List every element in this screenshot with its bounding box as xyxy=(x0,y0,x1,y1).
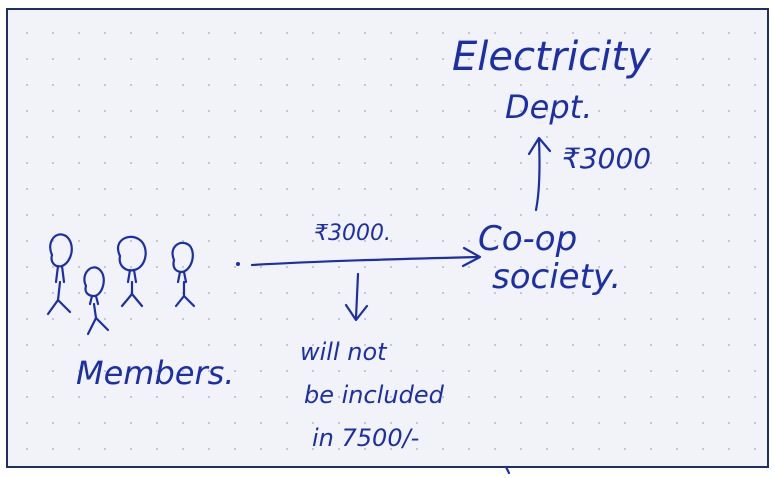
start-dot xyxy=(236,262,240,266)
electricity-dept-label-line2: Dept. xyxy=(505,88,592,126)
coop-label-line1: Co-op xyxy=(478,219,577,259)
note-line1: will not xyxy=(300,338,388,366)
person-figure-icon xyxy=(173,243,194,306)
person-figure-icon xyxy=(118,237,146,306)
stray-mark xyxy=(506,467,509,473)
arrow-coop-to-electricity xyxy=(529,138,550,210)
person-figure-icon xyxy=(84,267,108,334)
amount-members-to-coop: ₹3000. xyxy=(314,221,391,246)
members-label: Members. xyxy=(76,354,234,392)
arrow-to-note xyxy=(346,274,367,320)
electricity-dept-label-line1: Electricity xyxy=(452,34,652,80)
arrow-shaft xyxy=(356,274,358,318)
note-line2: be included xyxy=(304,381,445,409)
note-line3: in 7500/- xyxy=(312,424,419,452)
arrow-shaft xyxy=(252,257,478,265)
amount-to-electricity: ₹3000 xyxy=(562,142,651,175)
arrow-members-to-coop xyxy=(236,248,480,266)
arrow-shaft xyxy=(536,140,540,210)
coop-label-line2: society. xyxy=(492,257,621,297)
person-figure-icon xyxy=(48,234,72,314)
members-group xyxy=(48,234,194,334)
